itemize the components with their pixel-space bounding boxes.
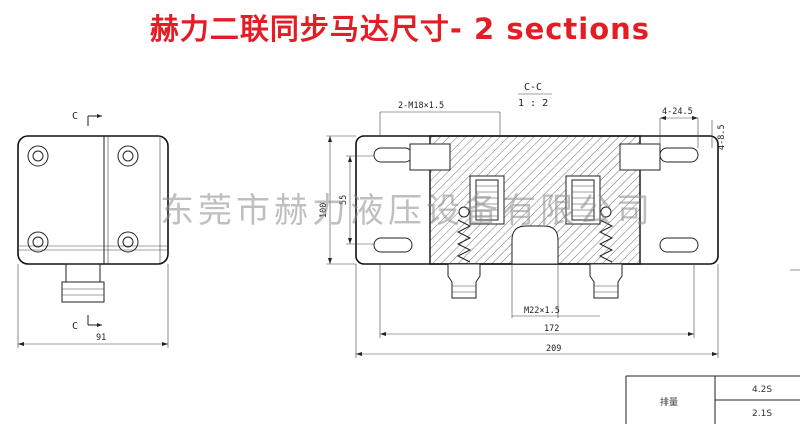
gear-right: [571, 179, 595, 221]
slot-top-left: [373, 147, 413, 163]
spec-row-label: 排量: [660, 396, 678, 408]
center-port-dimension: M22×1.5: [511, 264, 600, 318]
side-body-outline: [17, 135, 169, 265]
section-view: C-C 1 : 2: [319, 82, 727, 358]
spec-value-1: 4.2S: [752, 385, 772, 395]
bolt-bottom-right: [117, 231, 139, 253]
mount-slot-dimension: 4-24.5: [659, 107, 699, 148]
mount-slot-side-dimension: 4-8.5: [711, 120, 727, 150]
length-outer-value: 209: [546, 344, 561, 354]
side-view: C C: [17, 111, 169, 348]
section-scale: 1 : 2: [518, 98, 548, 109]
bolt-top-left: [27, 145, 49, 167]
watermark: 东莞市赫力液压设备有限公司: [160, 191, 654, 231]
side-width-value: 91: [96, 333, 106, 343]
bolt-top-right: [117, 145, 139, 167]
height-outer-value: 100: [319, 203, 329, 218]
bolt-bottom-left: [27, 231, 49, 253]
cut-mark-bottom-label: C: [72, 321, 78, 332]
section-label: C-C: [524, 82, 542, 93]
gear-left: [475, 179, 499, 221]
page-title: 赫力二联同步马达尺寸- 2 sections: [149, 12, 651, 46]
slot-bottom-right: [659, 237, 699, 253]
hatched-body: [409, 135, 661, 265]
height-inner-dimension: 55: [339, 155, 374, 245]
slot-top-right: [659, 147, 699, 163]
length-inner-dimension: 172: [379, 264, 695, 338]
section-cut-mark-bottom: C: [72, 315, 102, 332]
relief-valve-left: [447, 206, 481, 299]
length-inner-value: 172: [544, 324, 559, 334]
side-port-fitting: [61, 263, 105, 303]
port-thread-dimension: 2-M18×1.5: [379, 101, 501, 136]
mount-slot-top-value: 4-24.5: [662, 107, 693, 117]
length-outer-dimension: 209: [355, 264, 719, 358]
relief-valve-right: [589, 206, 623, 299]
spec-value-2: 2.1S: [752, 409, 772, 419]
height-outer-dimension: 100: [319, 135, 356, 265]
cut-mark-top-label: C: [72, 111, 78, 122]
center-port-value: M22×1.5: [524, 306, 560, 316]
spec-table: 排量 4.2S 2.1S: [625, 375, 800, 424]
mount-slot-side-value: 4-8.5: [717, 124, 727, 150]
slot-bottom-left: [373, 237, 413, 253]
height-inner-value: 55: [339, 195, 349, 205]
side-width-dimension: 91: [17, 264, 169, 348]
port-thread-value: 2-M18×1.5: [398, 101, 444, 111]
section-cut-mark-top: C: [72, 111, 102, 126]
